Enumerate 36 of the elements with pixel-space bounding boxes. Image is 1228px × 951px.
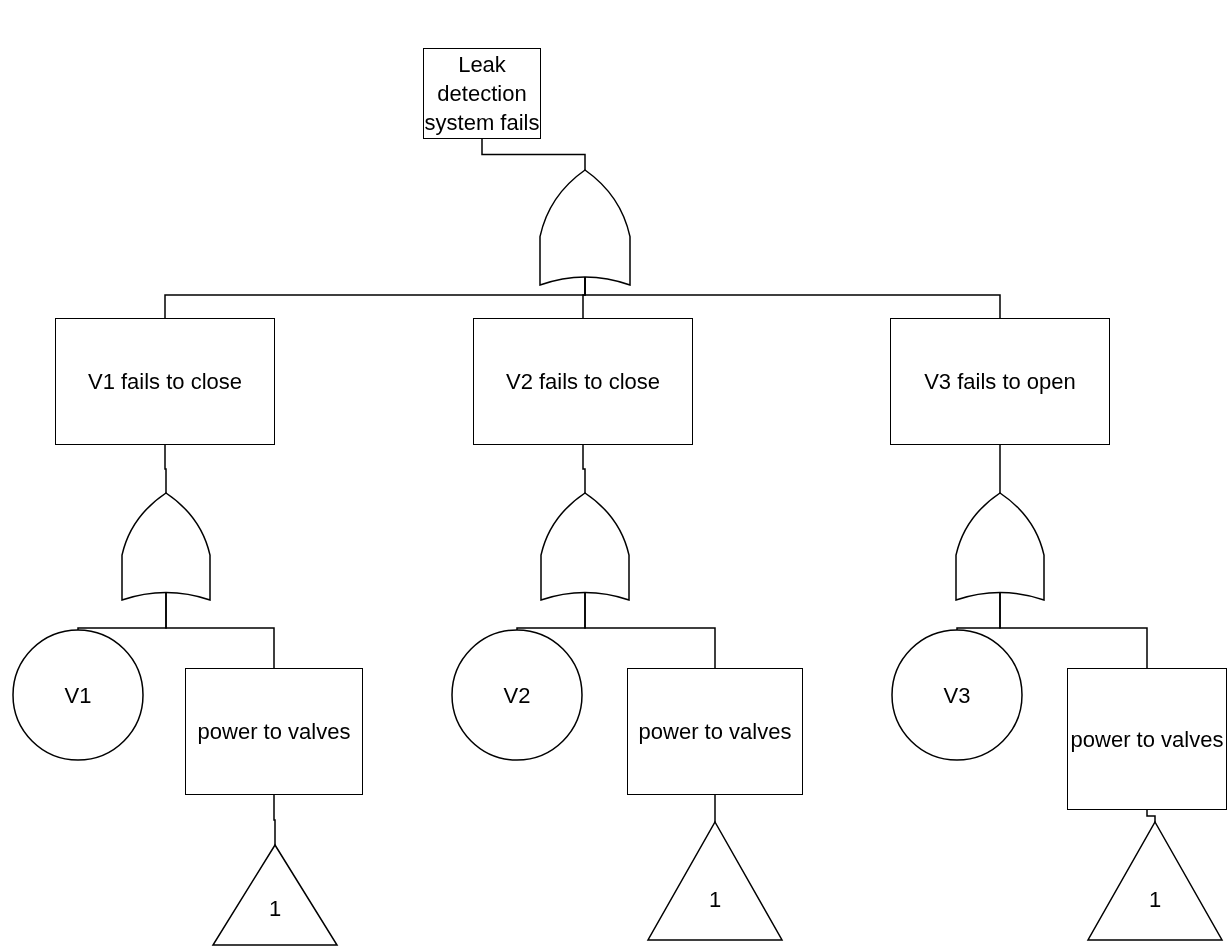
event-label: V3 fails to open: [924, 368, 1076, 396]
event-label: power to valves: [1070, 725, 1224, 754]
event-box: [185, 668, 363, 795]
event-box: [55, 318, 275, 445]
event-label: V2: [503, 681, 531, 710]
event-label: V2 fails to close: [505, 368, 661, 396]
event-label: V1: [64, 681, 92, 710]
or-gate-symbol: [122, 493, 210, 600]
basic-event-circle: [13, 630, 143, 760]
connector-line: [999, 444, 1001, 494]
transfer-triangle: [213, 845, 337, 945]
event-label: V3: [943, 681, 971, 710]
transfer-triangle: [648, 822, 782, 940]
basic-event-circle: [892, 630, 1022, 760]
basic-event-circle: [452, 630, 582, 760]
connector-line: [714, 794, 716, 823]
event-box: [890, 318, 1110, 445]
event-label: V1 fails to close: [87, 368, 243, 396]
or-gate-symbol: [540, 170, 630, 285]
transfer-label: 1: [708, 886, 722, 915]
event-box: [627, 668, 803, 795]
or-gate-symbol: [541, 493, 629, 600]
or-gate-symbol: [956, 493, 1044, 600]
connector-line: [164, 444, 167, 494]
transfer-label: 1: [268, 895, 282, 923]
transfer-label: 1: [1148, 886, 1162, 915]
event-box: [1067, 668, 1227, 810]
event-label: Leak detection system fails: [424, 51, 540, 137]
event-label: power to valves: [638, 718, 792, 746]
connector-line: [1146, 809, 1156, 823]
transfer-triangle: [1088, 822, 1222, 940]
connector-line: [582, 444, 586, 494]
connector-line: [273, 794, 276, 846]
event-label: power to valves: [197, 718, 351, 746]
event-box: [473, 318, 693, 445]
connector-line: [481, 138, 586, 171]
